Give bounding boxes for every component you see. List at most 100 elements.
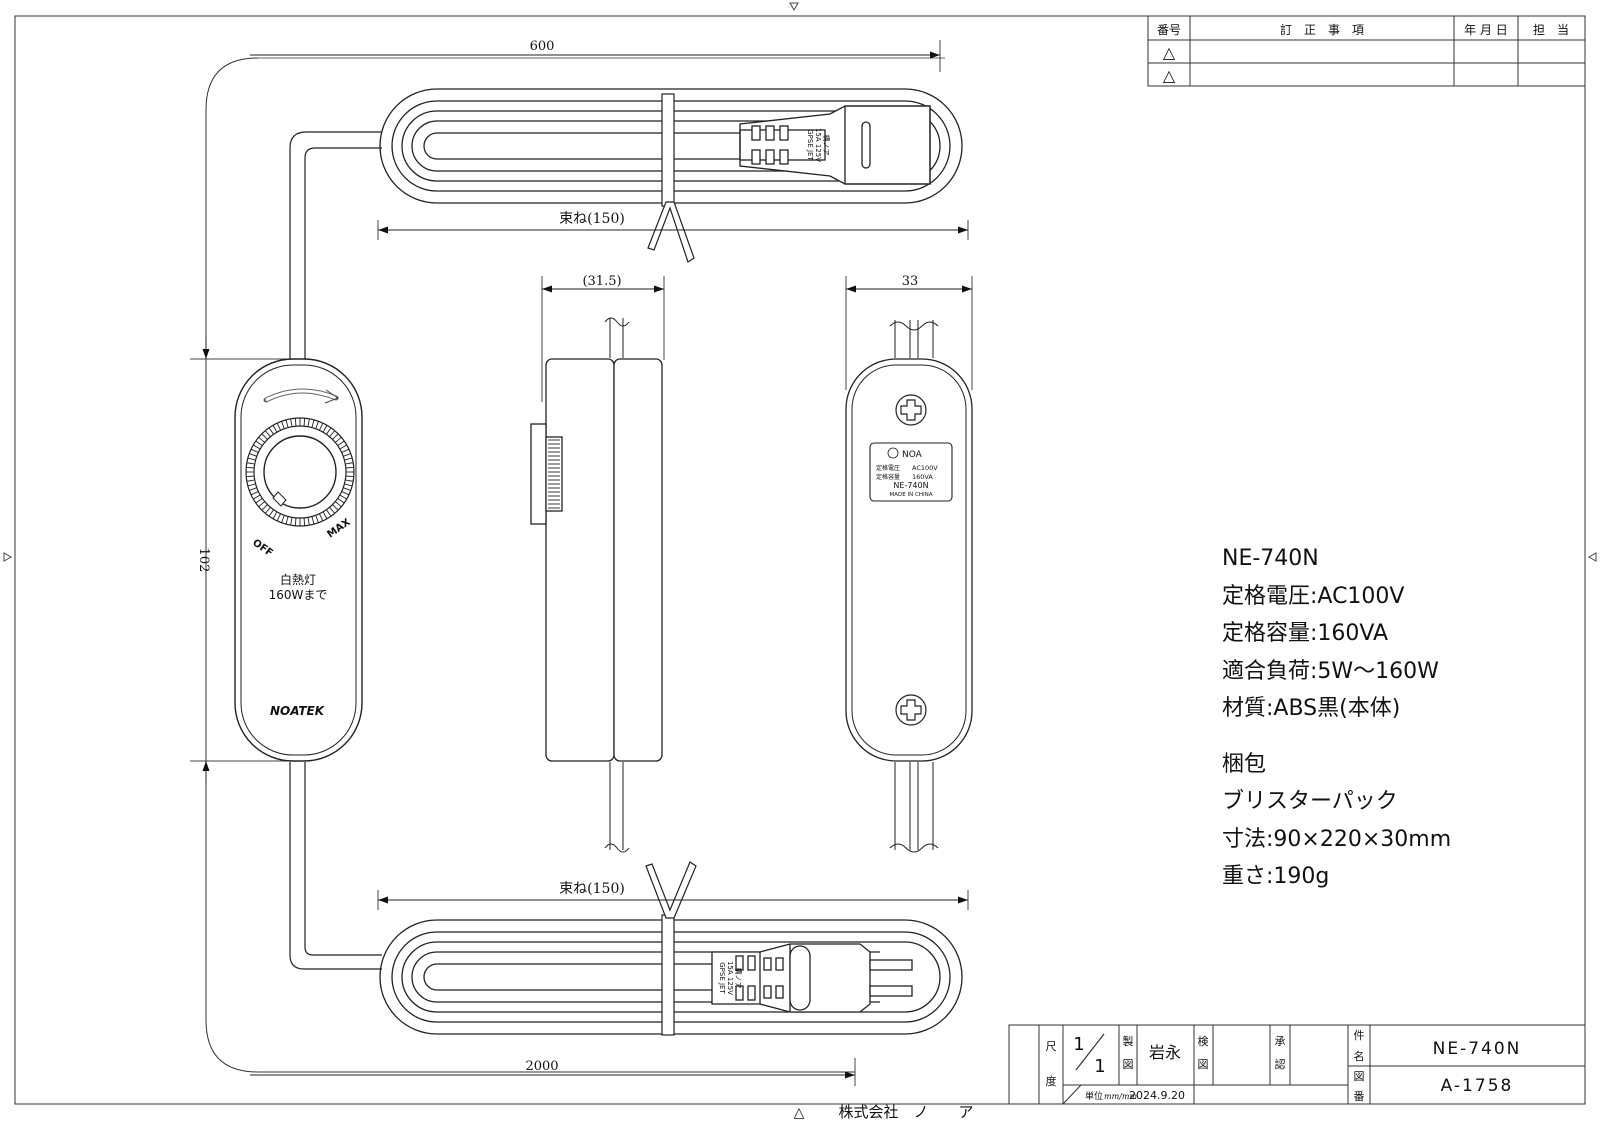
dim-102-text: 102 — [196, 548, 211, 573]
plug-top-text-1: GPSE JET — [806, 129, 814, 161]
knurl-tick — [272, 511, 278, 519]
center-mark-top — [789, 2, 799, 12]
knurl-tick — [255, 498, 263, 504]
rev-header-item: 訂 正 事 項 — [1280, 22, 1364, 37]
coil-bottom — [379, 919, 963, 1035]
knurl-tick — [261, 504, 268, 511]
title-unit-value: mm/mm — [1104, 1092, 1137, 1101]
knurl-tick — [319, 422, 324, 431]
knurl-tick — [303, 517, 306, 526]
title-name-label-1: 件 — [1354, 1029, 1365, 1042]
spec-capacity: 定格容量:160VA — [1222, 621, 1389, 646]
knurl-tick — [329, 430, 336, 438]
knurl-tick — [326, 509, 332, 517]
title-number-label-1: 図 — [1354, 1070, 1365, 1083]
dimmer-knob[interactable] — [263, 435, 337, 509]
knurl-tick — [307, 517, 310, 526]
knurl-tick — [255, 440, 263, 446]
spec-packaging: ブリスターパック — [1222, 789, 1398, 814]
knurl-tick — [281, 515, 285, 523]
front-label-line2: 160Wまで — [269, 588, 328, 602]
title-number-label-2: 番 — [1354, 1090, 1365, 1103]
knurl-tick — [249, 453, 257, 457]
knurl-tick — [311, 516, 315, 525]
revision-table — [1147, 15, 1586, 87]
spec-gap — [1222, 728, 1451, 746]
knurl-tick — [249, 487, 257, 491]
cord-lower-left — [289, 762, 382, 970]
spec-voltage: 定格電圧:AC100V — [1222, 583, 1405, 609]
knurl-tick — [261, 433, 268, 440]
knurl-tick — [339, 494, 347, 500]
knurl-tick — [268, 509, 274, 517]
front-label-line1: 白熱灯 — [280, 572, 316, 587]
spec-block: NE-740N 定格電圧:AC100V 定格容量:160VA 適合負荷:5W～1… — [1222, 540, 1451, 896]
title-scale-label-2: 度 — [1046, 1074, 1057, 1088]
dim-bundle-bottom-text: 束ね(150) — [559, 881, 625, 897]
dimmer-front-view — [234, 358, 363, 762]
knurl-tick — [285, 516, 289, 525]
knurl-tick — [250, 448, 259, 453]
knurl-tick — [253, 444, 261, 450]
knurl-tick — [315, 515, 319, 523]
knurl-tick — [343, 453, 351, 457]
title-approved-label-1: 承 — [1275, 1035, 1286, 1048]
knurl-tick — [311, 419, 315, 428]
title-drawn-by: 岩永 — [1149, 1043, 1181, 1062]
knurl-tick — [341, 491, 350, 496]
rev-header-date: 年 月 日 — [1464, 23, 1508, 37]
twist-tie-bottom — [645, 861, 697, 1036]
knurl-tick — [290, 418, 293, 427]
knurl-tick — [326, 427, 332, 435]
cord-upper-left — [289, 131, 382, 360]
title-checked-label-2: 図 — [1198, 1058, 1209, 1071]
knurl-tick — [337, 440, 345, 446]
knurl-tick — [268, 427, 274, 435]
knurl-tick — [264, 430, 271, 438]
knurl-tick — [285, 419, 289, 428]
cord-outline — [205, 57, 855, 1073]
knurl-tick — [247, 483, 256, 487]
knurl-tick — [345, 475, 354, 478]
dim-back-text: 33 — [902, 274, 919, 289]
rev-header-person: 担 当 — [1533, 23, 1569, 37]
brand-logo: NOATEK — [270, 704, 326, 718]
rating-label-model: NE-740N — [893, 481, 928, 490]
center-mark-left — [3, 552, 13, 562]
sheet-border — [14, 15, 1586, 1105]
knurl-tick — [319, 513, 324, 522]
knurl-tick — [303, 418, 306, 427]
rating-label-brand: NOA — [902, 450, 923, 460]
dim-2000-text: 2000 — [525, 1059, 558, 1074]
knurl-tick — [339, 444, 347, 450]
knurl-tick — [294, 517, 297, 526]
knurl-tick — [281, 421, 285, 429]
knurl-tick — [343, 487, 351, 491]
plug-top — [739, 105, 931, 185]
title-date: 2024.9.20 — [1129, 1089, 1185, 1102]
knurl-tick — [334, 436, 342, 443]
knurl-tick — [250, 491, 259, 496]
rating-label-mark-icon — [887, 447, 899, 459]
plug-bottom-text-2: 15A 125V — [726, 961, 734, 995]
center-mark-right — [1587, 552, 1597, 562]
knurl-tick — [246, 475, 255, 478]
knurl-tick — [294, 418, 297, 427]
knurl-tick — [258, 501, 266, 508]
screw-top — [895, 394, 927, 426]
knurl-tick — [246, 462, 255, 465]
title-scale-num: 1 — [1073, 1034, 1084, 1055]
company-name: 株式会社 ノ ア — [838, 1103, 973, 1120]
dial-inner-ring — [253, 425, 347, 519]
knurl-tick — [344, 457, 353, 461]
title-drawn-label-1: 製 — [1123, 1034, 1134, 1048]
title-unit-label: 単位 — [1085, 1090, 1103, 1102]
spec-load: 適合負荷:5W～160W — [1222, 658, 1439, 684]
plug-bottom — [711, 943, 913, 1013]
knurl-tick — [345, 479, 354, 482]
cord-lower-right — [304, 762, 382, 956]
dim-600-text: 600 — [530, 39, 555, 54]
knurl-tick — [322, 425, 328, 433]
dimmer-side-view — [530, 317, 663, 853]
